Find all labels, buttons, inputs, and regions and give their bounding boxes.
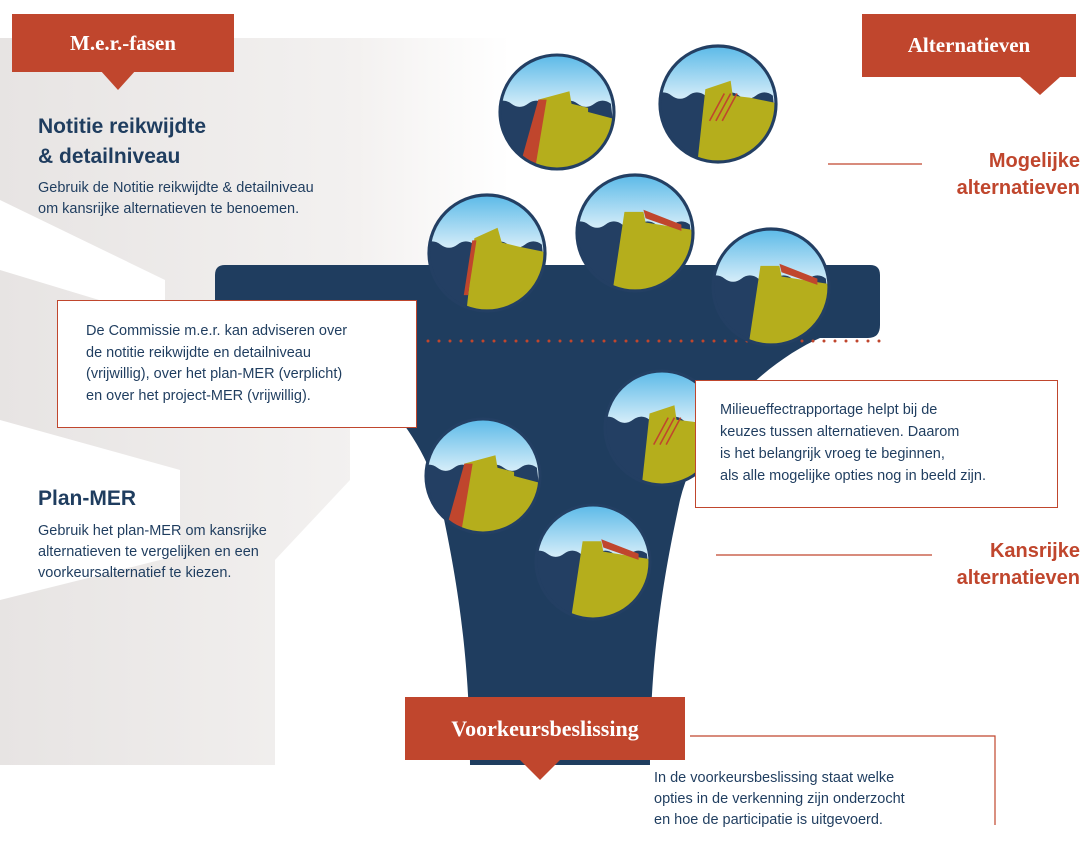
decision-tag-label: Voorkeursbeslissing xyxy=(451,715,639,741)
voorkeur-text: In de voorkeursbeslissing staat welke op… xyxy=(654,770,905,828)
mogelijke-label: Mogelijke alternatieven xyxy=(956,150,1080,199)
alternative-coin xyxy=(534,503,652,621)
alternative-coin xyxy=(424,417,542,535)
phases-tag: M.e.r.-fasen xyxy=(12,14,234,72)
phases-tag-pointer xyxy=(100,70,136,90)
planmer-title: Plan-MER xyxy=(38,487,137,510)
notitie-text: Gebruik de Notitie reikwijdte & detailni… xyxy=(38,180,314,217)
alternative-coin xyxy=(575,173,695,293)
planmer-text: Gebruik het plan-MER om kansrijke altern… xyxy=(38,523,267,581)
notitie-title: Notitie reikwijdte & detailniveau xyxy=(38,115,207,168)
milieu-text: Milieueffectrapportage helpt bij de keuz… xyxy=(720,402,986,484)
alternative-coin xyxy=(498,53,616,171)
alternatives-tag-label: Alternatieven xyxy=(907,33,1031,57)
milieu-box: Milieueffectrapportage helpt bij de keuz… xyxy=(695,380,1058,508)
decision-tag-pointer xyxy=(520,760,560,780)
alternative-coin xyxy=(711,227,831,347)
voorkeur-connector xyxy=(690,735,996,825)
alternative-coin xyxy=(427,193,547,313)
decision-tag: Voorkeursbeslissing xyxy=(405,697,685,760)
commissie-text: De Commissie m.e.r. kan adviseren over d… xyxy=(86,323,348,404)
commissie-box: De Commissie m.e.r. kan adviseren over d… xyxy=(57,300,417,428)
kansrijke-label: Kansrijke alternatieven xyxy=(956,540,1080,589)
phases-tag-label: M.e.r.-fasen xyxy=(70,30,176,55)
alternatives-tag-pointer xyxy=(1020,77,1060,95)
alternatives-tag: Alternatieven xyxy=(862,14,1076,77)
alternative-coin xyxy=(658,44,778,164)
